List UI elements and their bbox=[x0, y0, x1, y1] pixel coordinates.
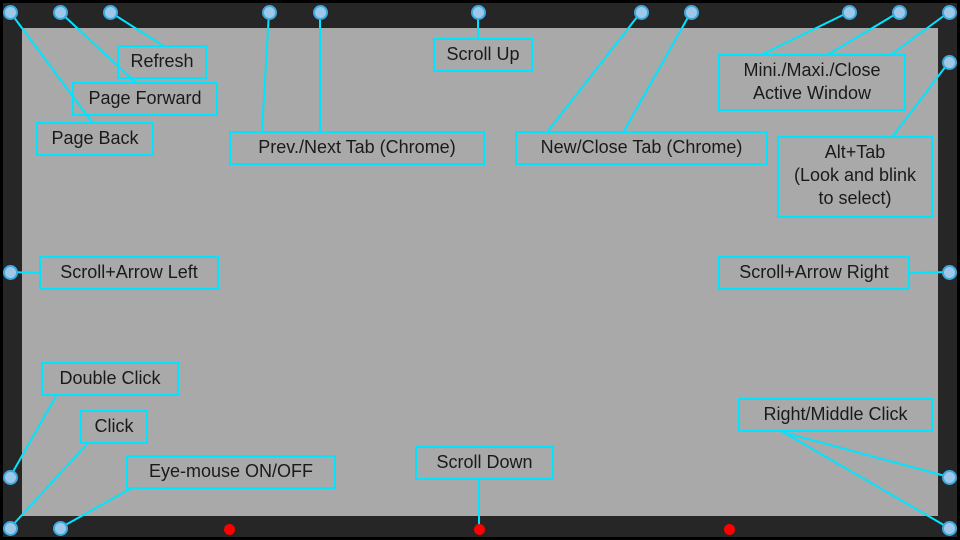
gaze-target-dot-bottom-1[interactable] bbox=[53, 521, 68, 536]
gaze-target-dot-top-5[interactable] bbox=[313, 5, 328, 20]
label-prev-next-tab[interactable]: Prev./Next Tab (Chrome) bbox=[229, 131, 485, 165]
gaze-target-dot-top-4[interactable] bbox=[262, 5, 277, 20]
label-alt-tab[interactable]: Alt+Tab (Look and blink to select) bbox=[777, 136, 933, 218]
gaze-target-dot-top-7[interactable] bbox=[634, 5, 649, 20]
label-scroll-arrow-right[interactable]: Scroll+Arrow Right bbox=[718, 256, 910, 290]
right-click-leader bbox=[781, 431, 950, 478]
gaze-target-dot-right-2[interactable] bbox=[942, 265, 957, 280]
close-tab-leader bbox=[623, 11, 692, 132]
eye-mouse-leader bbox=[59, 488, 131, 529]
label-right-middle-click[interactable]: Right/Middle Click bbox=[738, 398, 933, 432]
label-page-back[interactable]: Page Back bbox=[36, 122, 154, 156]
gaze-target-dot-top-8[interactable] bbox=[684, 5, 699, 20]
gaze-target-dot-top-6[interactable] bbox=[471, 5, 486, 20]
gaze-target-dot-top-1[interactable] bbox=[3, 5, 18, 20]
label-new-close-tab[interactable]: New/Close Tab (Chrome) bbox=[515, 131, 768, 165]
label-scroll-down[interactable]: Scroll Down bbox=[415, 446, 554, 480]
label-eye-mouse-toggle[interactable]: Eye-mouse ON/OFF bbox=[126, 455, 336, 489]
gaze-target-dot-left-3[interactable] bbox=[3, 521, 18, 536]
label-page-forward[interactable]: Page Forward bbox=[72, 82, 218, 116]
gaze-target-dot-right-3[interactable] bbox=[942, 470, 957, 485]
label-scroll-up[interactable]: Scroll Up bbox=[433, 38, 533, 72]
gaze-target-dot-left-2[interactable] bbox=[3, 470, 18, 485]
page-forward-leader bbox=[59, 11, 136, 83]
maximize-leader bbox=[828, 11, 900, 55]
gaze-target-dot-right-1[interactable] bbox=[942, 55, 957, 70]
inactive-target-dot-bottom-red-1[interactable] bbox=[224, 524, 235, 535]
gaze-target-dot-top-2[interactable] bbox=[53, 5, 68, 20]
label-scroll-arrow-left[interactable]: Scroll+Arrow Left bbox=[39, 256, 219, 290]
inactive-target-dot-bottom-red-2[interactable] bbox=[474, 524, 485, 535]
gaze-target-dot-top-10[interactable] bbox=[892, 5, 907, 20]
new-tab-leader bbox=[547, 11, 642, 132]
prev-tab-leader bbox=[261, 11, 270, 132]
label-double-click[interactable]: Double Click bbox=[41, 362, 179, 396]
gaze-target-dot-top-9[interactable] bbox=[842, 5, 857, 20]
alt-tab-leader bbox=[892, 61, 950, 137]
double-click-leader bbox=[9, 395, 57, 478]
label-refresh[interactable]: Refresh bbox=[117, 45, 207, 79]
inactive-target-dot-bottom-red-3[interactable] bbox=[724, 524, 735, 535]
gaze-target-dot-top-11[interactable] bbox=[942, 5, 957, 20]
label-click[interactable]: Click bbox=[80, 410, 148, 444]
middle-click-leader bbox=[782, 431, 950, 529]
close-window-leader bbox=[891, 11, 950, 55]
refresh-leader bbox=[109, 11, 163, 46]
page-back-leader bbox=[9, 11, 93, 123]
minimize-leader bbox=[762, 11, 850, 55]
label-min-max-close[interactable]: Mini./Maxi./Close Active Window bbox=[718, 54, 906, 111]
gaze-target-dot-left-1[interactable] bbox=[3, 265, 18, 280]
click-leader bbox=[9, 443, 88, 529]
gaze-target-dot-top-3[interactable] bbox=[103, 5, 118, 20]
gaze-target-dot-right-4[interactable] bbox=[942, 521, 957, 536]
